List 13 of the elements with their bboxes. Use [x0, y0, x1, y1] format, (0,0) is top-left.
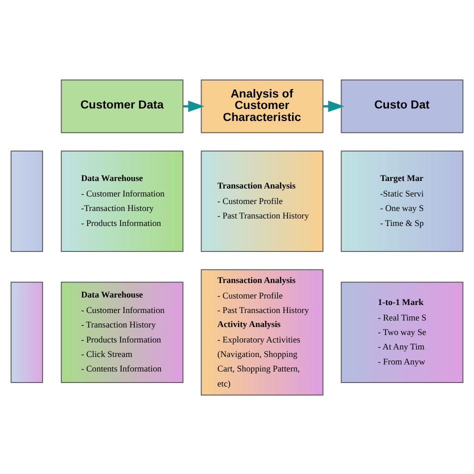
node-box: Data Warehouse - Customer Information - Transaction History - Products Information - Click Stream - Contents Information [60, 281, 184, 383]
node-box: Analysis of Customer Characteristic [200, 79, 324, 133]
node-box: Target Mar -Static Servi - One way S - Time & Sp [340, 150, 464, 252]
node-box: Data Warehouse - Customer Information -Transaction History - Products Information [60, 150, 184, 252]
node-box [10, 150, 44, 252]
node-box [10, 281, 44, 383]
node-box: Transaction Analysis - Customer Profile - Past Transaction History [200, 150, 324, 252]
arrow [183, 100, 204, 112]
arrow [323, 100, 344, 112]
node-box: Custo Dat [340, 79, 464, 133]
node-box: Transaction Analysis - Customer Profile - Past Transaction History Activity Analysis - Exploratory Activities (Navigation, Shopping Cart, Shopping Pattern, etc) [200, 268, 324, 395]
node-box: 1-to-1 Mark - Real Time S - Two way Se - At Any Tim - From Anyw [340, 281, 464, 383]
node-box: Customer Data [60, 79, 184, 133]
